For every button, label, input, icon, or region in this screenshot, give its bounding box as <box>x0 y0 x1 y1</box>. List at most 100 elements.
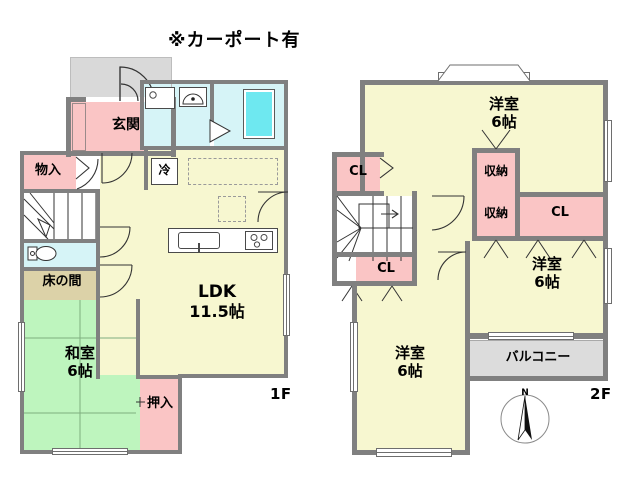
bathtub <box>243 89 275 139</box>
shunou-lower-door-icon <box>483 239 509 259</box>
wall-water-left <box>140 80 144 150</box>
window-2f-south-west-line <box>353 322 354 392</box>
label-shunou-upper: 収納 <box>475 164 517 178</box>
wall-cl-west-bottom <box>332 281 417 286</box>
wall-monoire-top <box>20 151 100 155</box>
wall-genkan-bottom <box>66 151 176 156</box>
label-balcony-text: バルコニー <box>505 350 571 365</box>
hall-door-swing-icon <box>101 152 133 184</box>
wall-monoire-bottom <box>20 189 100 193</box>
label-yoshitsu-south: 洋室 6帖 <box>360 344 460 380</box>
label-yoshitsu-north: 洋室 6帖 <box>444 95 564 131</box>
wall-2f-north <box>360 80 608 85</box>
floor-label-2f: 2F <box>590 385 612 403</box>
compass-rose <box>500 394 550 444</box>
wall-toilet-bottom <box>20 267 100 271</box>
window-2f-north-bay <box>437 64 531 82</box>
label-shunou-upper-text: 収納 <box>483 164 508 178</box>
wall-stair-2f-left <box>332 191 337 261</box>
wall-stair-2f-right <box>412 191 417 261</box>
label-cl-west-text: CL <box>377 261 395 276</box>
stair-2f <box>356 196 416 254</box>
room-yoshitsu-south <box>356 280 466 450</box>
refrigerator-label: 冷 <box>158 163 171 177</box>
label-oshiire: 押入 <box>141 396 179 411</box>
floor-plan-1f: 冷 <box>18 57 291 455</box>
window-balcony-door-line <box>488 336 574 337</box>
window-2f-northeast <box>604 120 612 182</box>
wall-cl-west-top <box>332 252 417 257</box>
sink-faucet-icon <box>198 243 200 253</box>
closet-cl-west <box>356 256 416 284</box>
washer-icon <box>182 93 204 105</box>
wall-2f-mid-horizontal <box>515 192 608 197</box>
window-ldk-east-line <box>286 274 287 336</box>
label-tokonoma-text: 床の間 <box>42 274 82 289</box>
label-cl-northwest: CL <box>336 164 380 179</box>
label-yoshitsu-south-text: 洋室 <box>394 344 425 362</box>
wall-water-right <box>284 80 288 150</box>
wall-cl-nw-top <box>332 152 384 157</box>
label-shunou-lower-text: 収納 <box>483 206 508 220</box>
bath-sliding-door-icon <box>209 119 232 143</box>
label-yoshitsu-south-size: 6帖 <box>397 361 423 380</box>
label-yoshitsu-east: 洋室 6帖 <box>492 255 602 291</box>
stove-burners-icon <box>250 234 268 248</box>
label-oshiire-text: 押入 <box>146 396 173 411</box>
vanity-basin-icon <box>149 91 157 99</box>
room-oshiire <box>140 375 178 450</box>
counter-dash-mid <box>218 196 246 222</box>
hall-2f-door-east-icon <box>431 195 465 231</box>
wall-oshiire-right <box>178 375 182 454</box>
shunou-upper-door-icon <box>481 129 511 150</box>
monoire-door-swing-icon <box>75 156 99 190</box>
porch-edge-top <box>70 57 172 58</box>
wall-toilet-left <box>20 239 24 271</box>
refrigerator-box <box>151 158 178 185</box>
wall-monoire-left <box>20 151 24 193</box>
wall-cl-east-bottom <box>472 236 608 241</box>
wall-balcony-bottom <box>465 376 608 381</box>
wall-cl-west-left <box>332 252 337 285</box>
porch-edge-left <box>70 57 71 101</box>
stair-treads-1f <box>23 192 97 240</box>
wall-stair-bottom <box>20 239 100 243</box>
stair-1f <box>24 192 100 238</box>
toilet-door-swing-icon <box>99 226 131 258</box>
wall-hall-left <box>96 299 100 379</box>
vanity-counter <box>145 87 175 109</box>
label-cl-northwest-text: CL <box>349 164 367 179</box>
label-balcony: バルコニー <box>468 350 608 365</box>
closet-shunou-upper <box>476 152 516 196</box>
label-cl-east-text: CL <box>551 205 569 220</box>
label-shunou-lower: 収納 <box>475 206 517 220</box>
wall-water-top <box>140 80 288 84</box>
label-monoire: 物入 <box>22 163 74 178</box>
label-ldk-size: 11.5帖 <box>189 302 245 322</box>
wall-oshiire-top <box>136 375 182 379</box>
room-hall-2f <box>416 196 468 282</box>
wall-2f-south-right <box>465 241 470 455</box>
window-washitsu-south-line <box>52 451 128 452</box>
label-washitsu: 和室 6帖 <box>40 344 120 380</box>
closet-cl-northwest <box>336 156 380 192</box>
wall-washitsu-right <box>136 299 140 379</box>
cl-nw-door-icon <box>379 157 394 179</box>
porch-edge-right <box>171 57 172 101</box>
hall-2f-door-south-icon <box>437 251 467 281</box>
label-monoire-text: 物入 <box>34 163 61 178</box>
wall-cl-west-right <box>412 252 417 285</box>
window-2f-south-west <box>350 322 358 392</box>
label-yoshitsu-east-text: 洋室 <box>531 255 562 273</box>
tatami-lines-washitsu <box>24 300 136 450</box>
washitsu-door-swing-icon <box>99 264 133 298</box>
floor-plan-2f: 洋室 6帖 洋室 6帖 洋室 6帖 バルコニー CL CL CL 収納 収納 2… <box>320 0 640 480</box>
closet-cl-east <box>516 196 604 238</box>
label-cl-east: CL <box>516 205 604 220</box>
room-monoire <box>24 155 76 189</box>
cl-west-door-icon <box>341 285 403 302</box>
wall-balcony-right <box>603 238 608 381</box>
carport-note: ※カーポート有 <box>168 30 301 51</box>
genkan-shoebox <box>72 103 86 151</box>
